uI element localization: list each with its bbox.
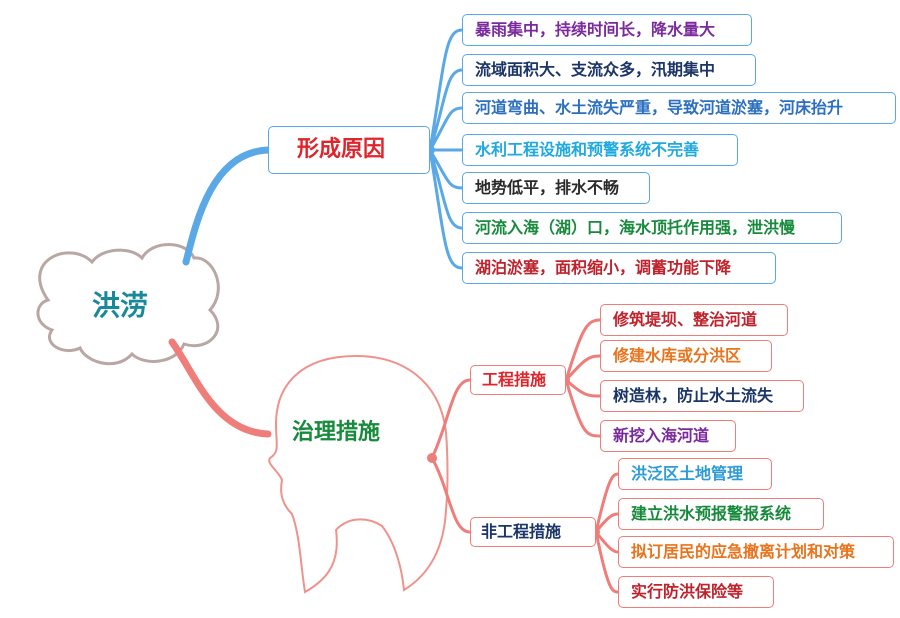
governance-junction [427, 453, 437, 463]
engineering-fan [564, 318, 601, 438]
branch-cause [182, 146, 272, 266]
cause-item: 流域面积大、支流众多，汛期集中 [462, 54, 756, 86]
cause-item: 湖泊淤塞，面积缩小，调蓄功能下降 [462, 252, 776, 284]
non-engineering-item: 拟订居民的应急撤离计划和对策 [618, 536, 894, 568]
non-engineering-item: 洪泛区土地管理 [618, 458, 772, 490]
engineering-item: 树造林，防止水土流失 [600, 380, 804, 412]
cause-item: 地势低平，排水不畅 [462, 172, 650, 204]
governance-fan [430, 378, 471, 534]
cause-item: 河流入海（湖）口，海水顶托作用强，泄洪慢 [462, 212, 842, 244]
engineering-node: 工程措施 [470, 365, 566, 395]
non-engineering-node: 非工程措施 [470, 517, 596, 547]
engineering-item: 新挖入海河道 [600, 420, 736, 452]
cause-item: 水利工程设施和预警系统不完善 [462, 134, 738, 166]
engineering-item: 修筑堤坝、整治河道 [600, 304, 788, 336]
branch-governance [168, 338, 272, 438]
non-engineering-item: 实行防洪保险等 [618, 576, 774, 608]
cause-item: 河道弯曲、水土流失严重，导致河道淤塞，河床抬升 [462, 92, 896, 124]
brain-outline [36, 243, 220, 366]
central-topic: 洪涝 [92, 289, 149, 322]
governance-node: 治理措施 [292, 420, 381, 445]
cause-item: 暴雨集中，持续时间长，降水量大 [462, 14, 752, 46]
engineering-item: 修建水库或分洪区 [600, 340, 772, 372]
cause-fan [428, 28, 463, 270]
non-engineering-fan [594, 472, 619, 594]
cause-node: 形成原因 [268, 126, 430, 174]
non-engineering-item: 建立洪水预报警报系统 [618, 498, 824, 530]
head-outline [268, 354, 449, 594]
